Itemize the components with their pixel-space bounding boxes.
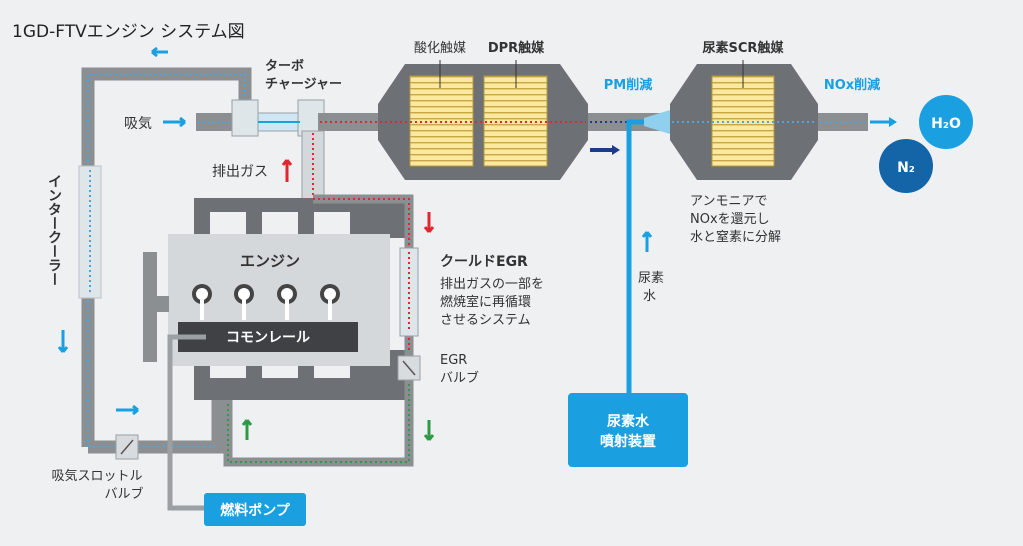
engine-label: エンジン bbox=[240, 252, 300, 270]
ammonia-text-line1: アンモニアで bbox=[690, 194, 767, 209]
egr-valve-label-line2: バルブ bbox=[440, 370, 479, 386]
intercooler-label: インタークーラー bbox=[46, 174, 62, 286]
fuel-injectors bbox=[192, 284, 340, 320]
h2o-label: H₂O bbox=[931, 116, 961, 132]
urea-up-arrow bbox=[641, 231, 653, 252]
intake-flow-arrow-top bbox=[151, 46, 168, 58]
fuel-line bbox=[167, 334, 206, 511]
egr-valve bbox=[397, 355, 421, 381]
throttle-label-line1: 吸気スロットル bbox=[51, 468, 142, 484]
nox-reduction-label: NOx削減 bbox=[824, 77, 880, 93]
egr-desc-line2: 燃焼室に再循環 bbox=[440, 294, 531, 310]
pm-flow-arrow-head bbox=[612, 145, 620, 155]
egr-down-arrow-green bbox=[423, 420, 435, 441]
ammonia-text-line3: 水と窒素に分解 bbox=[690, 229, 781, 245]
dpr-catalyst-label: DPR触媒 bbox=[488, 40, 545, 56]
pm-reduction-label: PM削減 bbox=[604, 77, 652, 93]
intake-flow-arrow-left bbox=[57, 330, 69, 353]
urea-injector-line2: 噴射装置 bbox=[600, 433, 656, 450]
intake-throttle-valve bbox=[115, 434, 139, 460]
intake-label: 吸気 bbox=[124, 116, 152, 132]
oxidation-catalyst-label: 酸化触媒 bbox=[414, 41, 466, 56]
common-rail-label: コモンレール bbox=[226, 330, 310, 346]
h2o-molecule bbox=[919, 95, 973, 149]
egr-pipe bbox=[223, 194, 414, 467]
intake-arrow bbox=[163, 116, 186, 128]
urea-nozzle bbox=[644, 110, 670, 134]
ammonia-text-line2: NOxを還元し bbox=[690, 212, 770, 227]
urea-water-label: 尿素 水 bbox=[638, 271, 668, 304]
egr-title: クールドEGR bbox=[440, 254, 528, 270]
fuel-pump-box bbox=[204, 493, 306, 526]
tail-flow-arrow-head bbox=[889, 117, 897, 127]
exhaust-riser-pipe bbox=[301, 130, 325, 202]
tail-pipe bbox=[818, 113, 868, 131]
common-rail bbox=[178, 322, 358, 352]
page-title: 1GD-FTVエンジン システム図 bbox=[12, 22, 245, 42]
exhaust-gas-label: 排出ガス bbox=[212, 164, 268, 180]
intake-flow-arrow-bottom bbox=[116, 404, 139, 416]
exhaust-up-arrow bbox=[281, 159, 293, 182]
oxidation-dpr-catalyst-housing bbox=[378, 60, 588, 180]
scr-catalyst-label: 尿素SCR触媒 bbox=[703, 40, 785, 56]
fuel-pump-label: 燃料ポンプ bbox=[220, 502, 291, 519]
egr-hot-flow bbox=[313, 198, 410, 352]
urea-injector-box bbox=[568, 393, 688, 467]
egr-desc-line3: させるシステム bbox=[440, 313, 531, 328]
urea-water-line bbox=[626, 119, 664, 396]
egr-up-arrow-green bbox=[241, 419, 253, 440]
turbo-label-line2: チャージャー bbox=[265, 77, 342, 92]
egr-valve-label-line1: EGR bbox=[440, 353, 467, 368]
exhaust-pipe-main bbox=[318, 113, 378, 131]
urea-injector-line1: 尿素水 bbox=[607, 413, 650, 430]
engine-block bbox=[143, 198, 408, 400]
egr-down-arrow-red bbox=[423, 212, 435, 233]
n2-label: N₂ bbox=[897, 160, 915, 176]
throttle-label-line2: バルブ bbox=[104, 486, 143, 502]
n2-molecule bbox=[879, 139, 933, 193]
turbo-label-line1: ターボ bbox=[265, 58, 304, 74]
egr-desc-line1: 排出ガスの一部を bbox=[440, 277, 544, 292]
scr-catalyst-housing bbox=[670, 60, 818, 180]
